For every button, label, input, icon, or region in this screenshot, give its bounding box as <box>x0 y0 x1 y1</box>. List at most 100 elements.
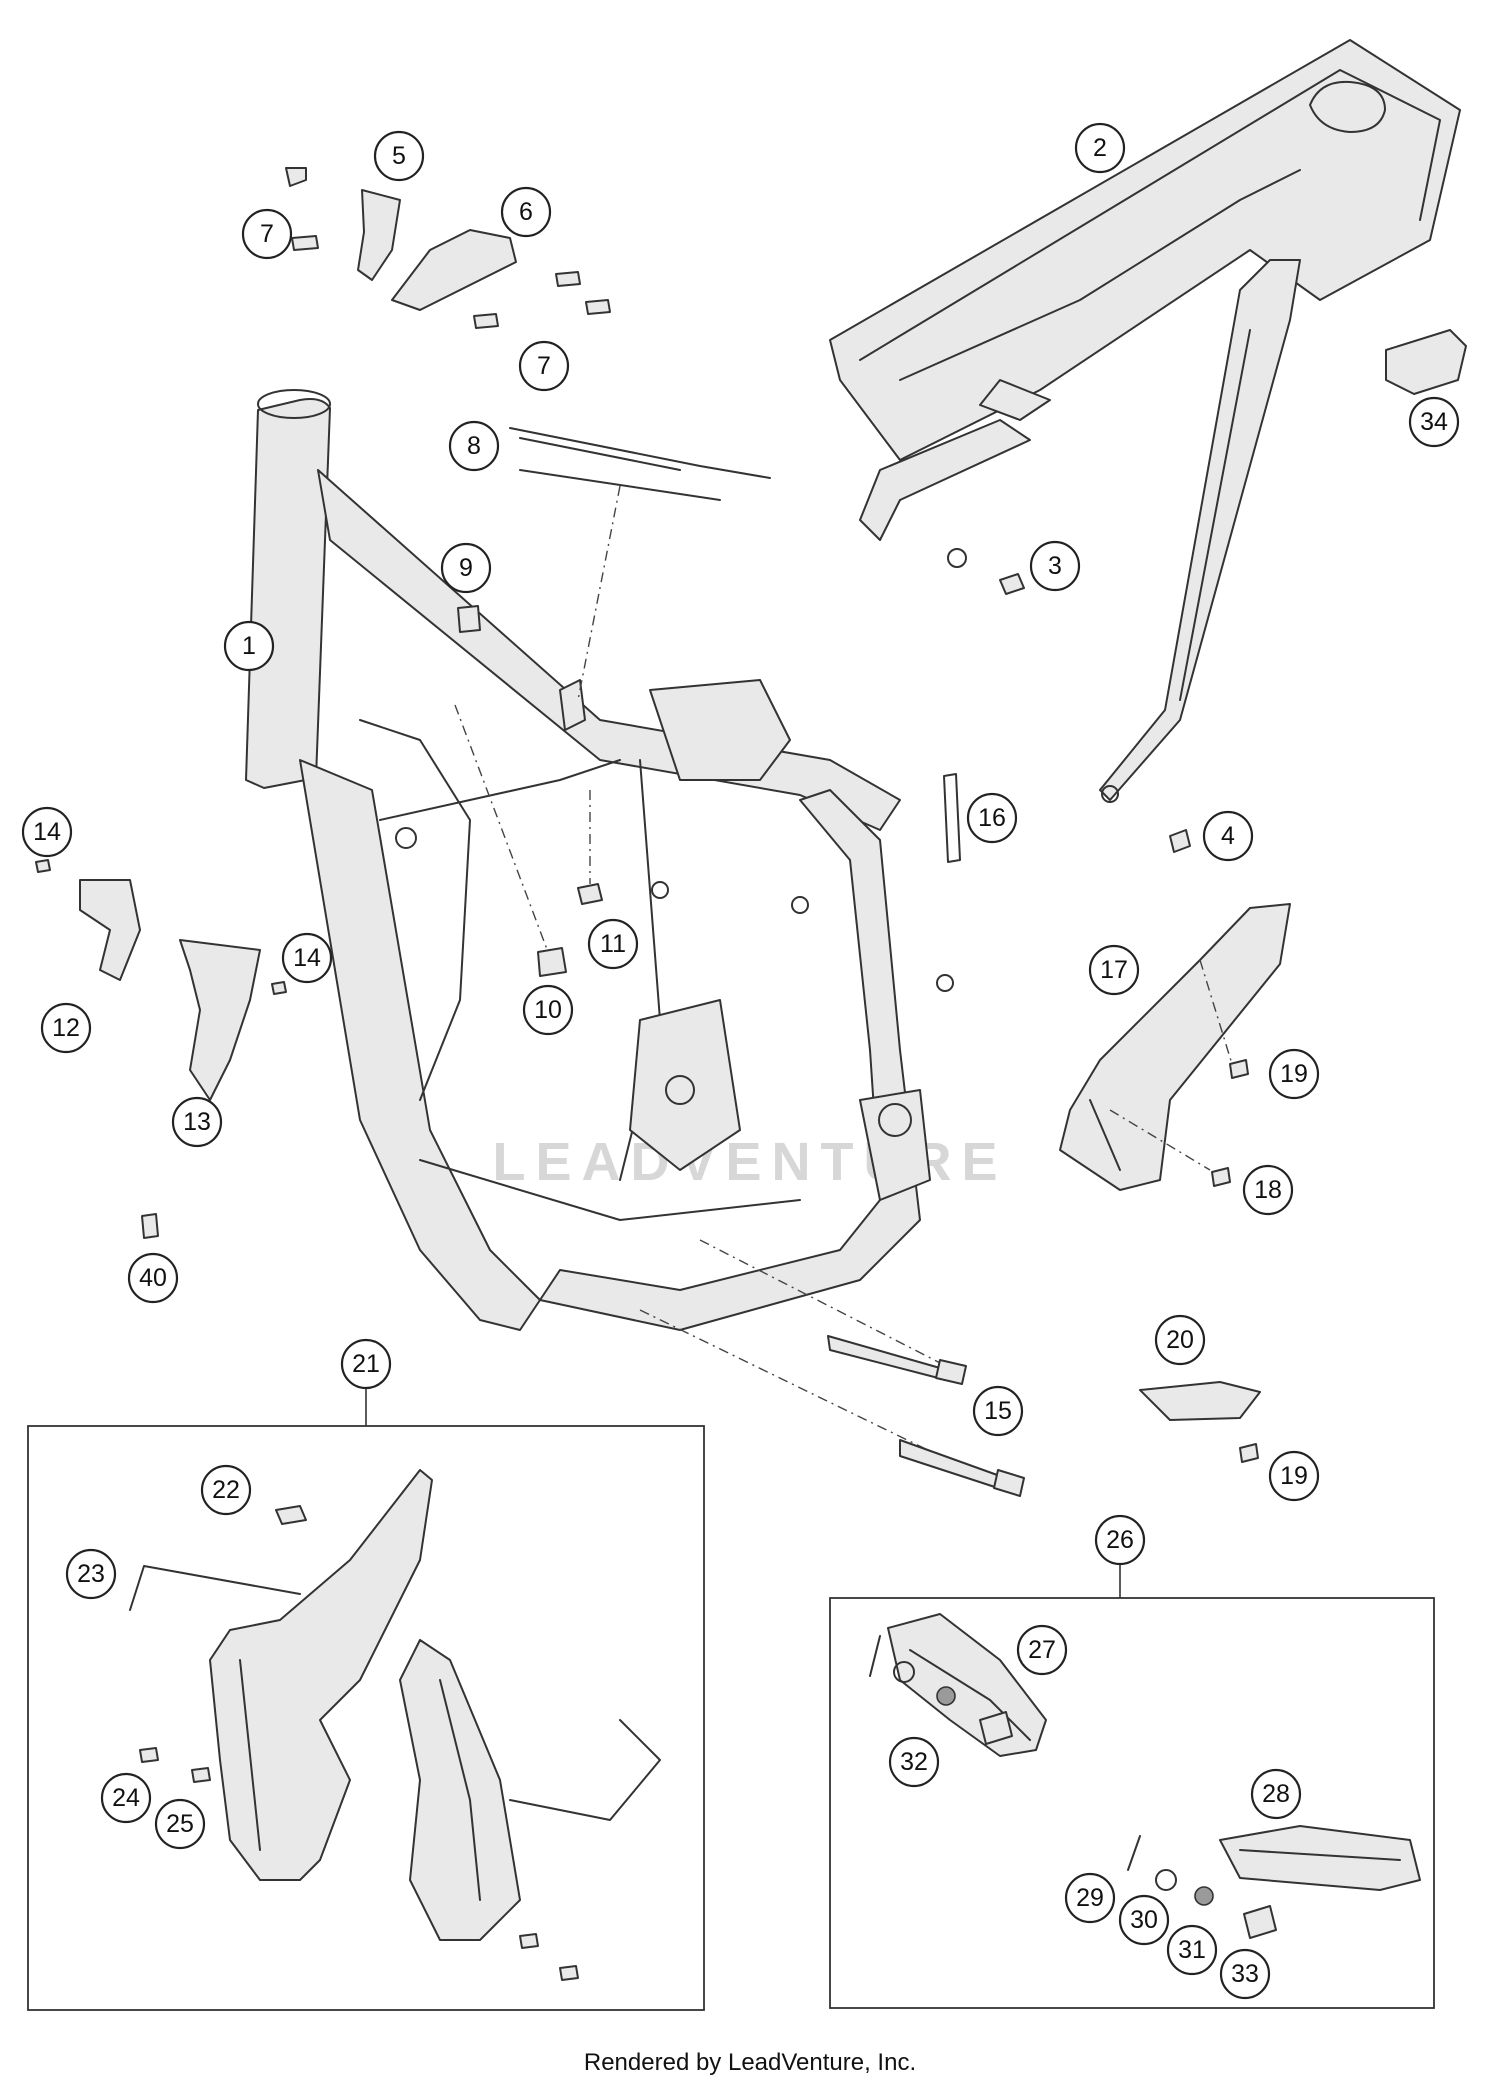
callout-2: 2 <box>1074 122 1126 174</box>
callout-24: 24 <box>100 1772 152 1824</box>
svg-text:22: 22 <box>212 1476 240 1504</box>
callout-3: 3 <box>1029 540 1081 592</box>
footrests <box>869 1613 1421 1939</box>
svg-text:18: 18 <box>1254 1176 1282 1204</box>
main-frame <box>245 389 954 1331</box>
svg-text:27: 27 <box>1028 1636 1056 1664</box>
brackets-12-13 <box>35 859 287 1101</box>
svg-text:14: 14 <box>293 944 321 972</box>
svg-text:40: 40 <box>139 1264 167 1292</box>
svg-text:20: 20 <box>1166 1326 1194 1354</box>
callout-14a: 14 <box>21 806 73 858</box>
svg-text:15: 15 <box>984 1397 1012 1425</box>
callout-40: 40 <box>127 1252 179 1304</box>
callout-7a: 7 <box>241 208 293 260</box>
callout-20: 20 <box>1154 1314 1206 1366</box>
svg-text:8: 8 <box>467 432 481 460</box>
callout-16: 16 <box>966 792 1018 844</box>
brackets-5-6 <box>285 167 611 329</box>
svg-text:30: 30 <box>1130 1906 1158 1934</box>
part-16 <box>943 773 961 863</box>
callout-18: 18 <box>1242 1164 1294 1216</box>
callout-8: 8 <box>448 420 500 472</box>
footer-credit: Rendered by LeadVenture, Inc. <box>584 2049 916 2076</box>
callout-5: 5 <box>373 130 425 182</box>
svg-text:34: 34 <box>1420 408 1448 436</box>
svg-text:4: 4 <box>1221 822 1235 850</box>
svg-text:10: 10 <box>534 996 562 1024</box>
part-40 <box>141 1213 159 1239</box>
callout-9: 9 <box>440 542 492 594</box>
long-bolts-15 <box>639 1239 1025 1497</box>
callout-28: 28 <box>1250 1768 1302 1820</box>
callout-4: 4 <box>1202 810 1254 862</box>
group-box-21 <box>27 1425 705 2011</box>
svg-text:5: 5 <box>392 142 406 170</box>
callout-12: 12 <box>40 1002 92 1054</box>
part-10 <box>537 947 567 977</box>
svg-text:17: 17 <box>1100 956 1128 984</box>
svg-text:3: 3 <box>1048 552 1062 580</box>
svg-text:9: 9 <box>459 554 473 582</box>
watermark-text: LEADVENTURE <box>492 1132 1007 1192</box>
svg-text:13: 13 <box>183 1108 211 1136</box>
svg-text:29: 29 <box>1076 1884 1104 1912</box>
svg-text:7: 7 <box>537 352 551 380</box>
group-box-26 <box>829 1597 1435 2009</box>
svg-text:6: 6 <box>519 198 533 226</box>
callout-19b: 19 <box>1268 1450 1320 1502</box>
callout-6: 6 <box>500 186 552 238</box>
callout-7b: 7 <box>518 340 570 392</box>
part-9 <box>457 605 481 633</box>
svg-text:31: 31 <box>1178 1936 1206 1964</box>
callout-15: 15 <box>972 1385 1024 1437</box>
callout-22: 22 <box>200 1464 252 1516</box>
callout-30: 30 <box>1118 1894 1170 1946</box>
svg-text:21: 21 <box>352 1350 380 1378</box>
svg-text:19: 19 <box>1280 1060 1308 1088</box>
svg-text:12: 12 <box>52 1014 80 1042</box>
callout-29: 29 <box>1064 1872 1116 1924</box>
part-11 <box>577 883 603 905</box>
svg-text:23: 23 <box>77 1560 105 1588</box>
callout-27: 27 <box>1016 1624 1068 1676</box>
callout-32: 32 <box>888 1736 940 1788</box>
svg-text:19: 19 <box>1280 1462 1308 1490</box>
cover-part-34 <box>1385 329 1467 395</box>
callout-10: 10 <box>522 984 574 1036</box>
slider-20 <box>1139 1381 1261 1421</box>
bolt-19b <box>1239 1443 1259 1463</box>
callout-1: 1 <box>223 620 275 672</box>
svg-text:28: 28 <box>1262 1780 1290 1808</box>
svg-text:11: 11 <box>600 930 626 958</box>
callout-14b: 14 <box>281 932 333 984</box>
callout-21: 21 <box>340 1338 392 1390</box>
callout-11: 11 <box>587 918 639 970</box>
callout-33: 33 <box>1219 1948 1271 2000</box>
chain-slider-17 <box>1059 903 1291 1191</box>
callout-25: 25 <box>154 1798 206 1850</box>
frame-guards <box>129 1469 661 1981</box>
bolt-3 <box>999 573 1025 595</box>
svg-text:2: 2 <box>1093 134 1107 162</box>
rear-subframe <box>829 39 1461 803</box>
svg-text:24: 24 <box>112 1784 140 1812</box>
callout-26: 26 <box>1094 1514 1146 1566</box>
svg-text:25: 25 <box>166 1810 194 1838</box>
svg-text:26: 26 <box>1106 1526 1134 1554</box>
svg-text:7: 7 <box>260 220 274 248</box>
callout-34: 34 <box>1408 396 1460 448</box>
svg-text:32: 32 <box>900 1748 928 1776</box>
callout-13: 13 <box>171 1096 223 1148</box>
svg-text:33: 33 <box>1231 1960 1259 1988</box>
bolt-4 <box>1169 829 1191 853</box>
svg-text:1: 1 <box>242 632 256 660</box>
callout-17: 17 <box>1088 944 1140 996</box>
callout-19a: 19 <box>1268 1048 1320 1100</box>
callout-23: 23 <box>65 1548 117 1600</box>
cable-strap-8 <box>509 427 771 701</box>
callout-31: 31 <box>1166 1924 1218 1976</box>
svg-text:14: 14 <box>33 818 61 846</box>
svg-text:16: 16 <box>978 804 1006 832</box>
